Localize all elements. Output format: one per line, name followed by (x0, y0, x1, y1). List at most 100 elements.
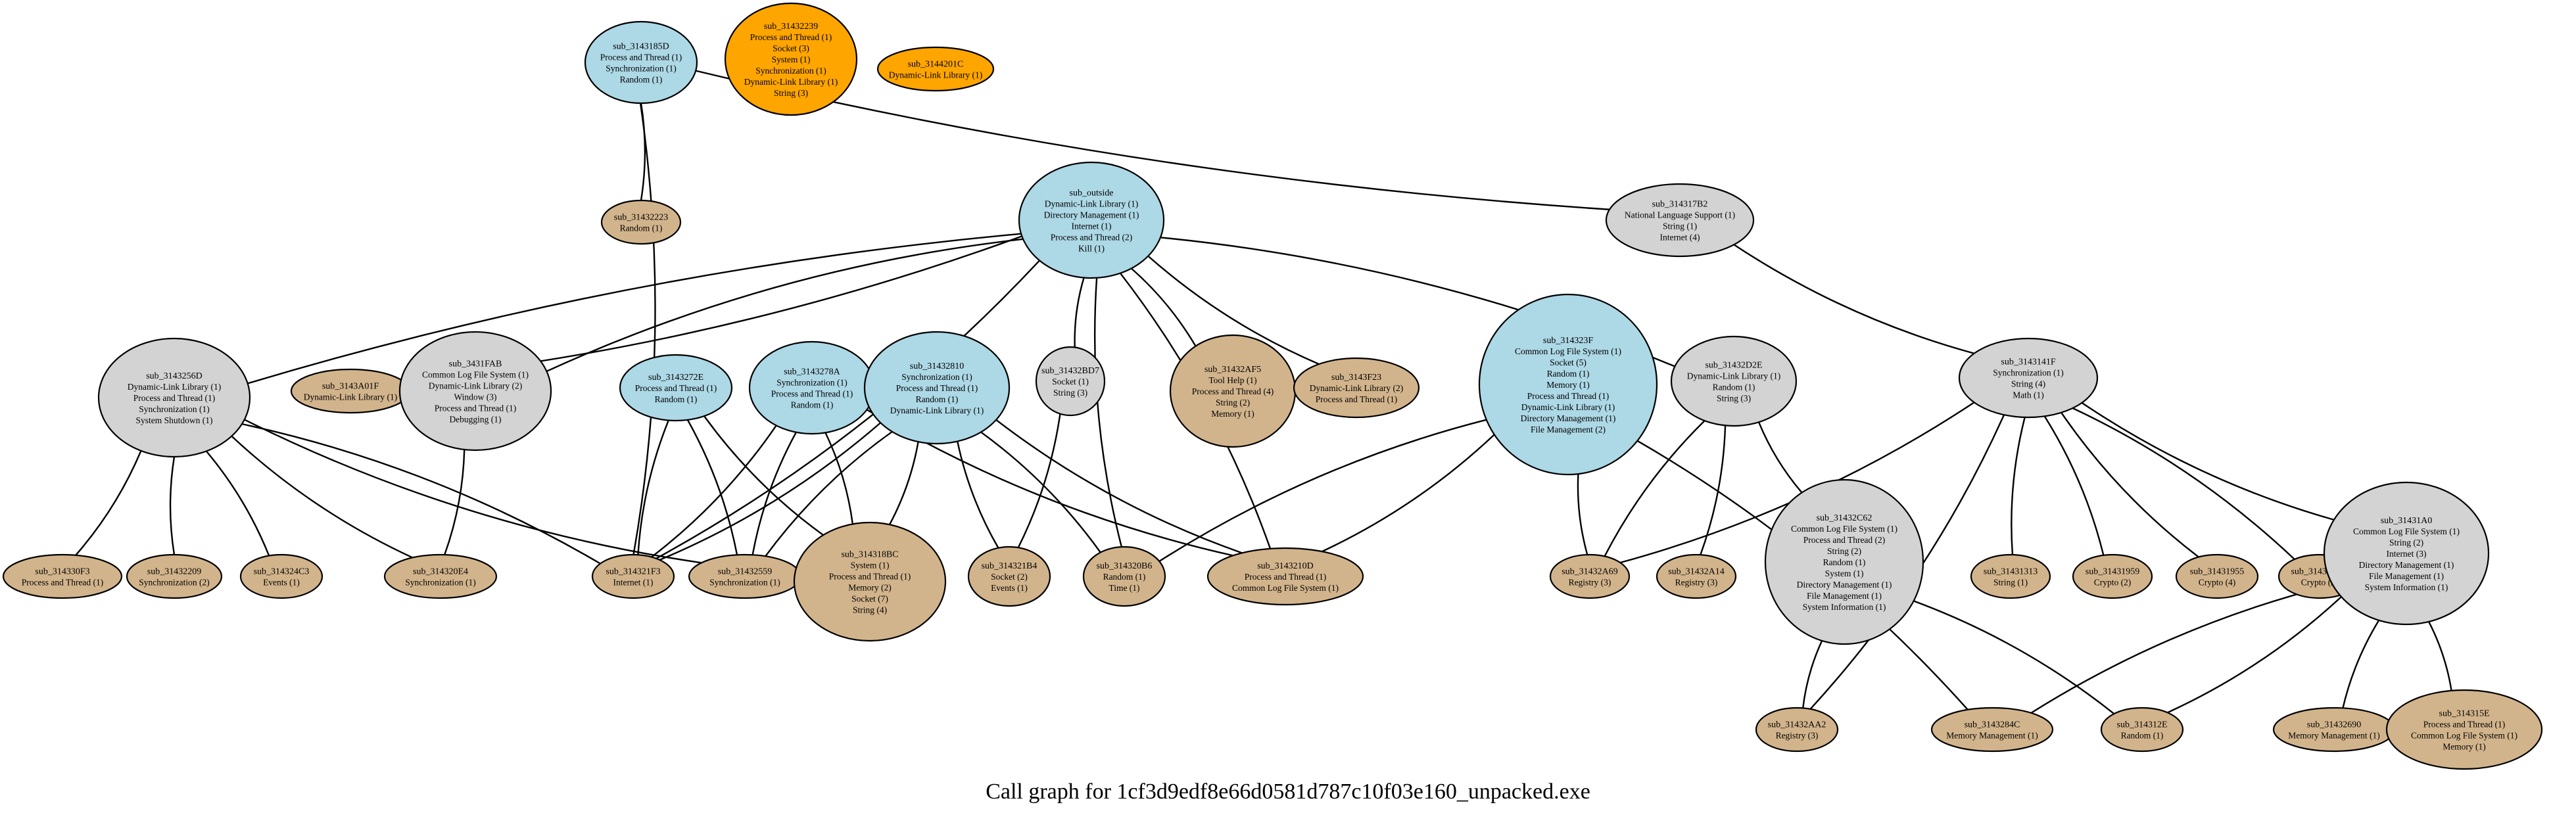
node-api-category: Dynamic-Link Library (1) (304, 392, 397, 402)
node-title: sub_31432A69 (1562, 567, 1618, 577)
node-ellipse (1958, 337, 2099, 419)
node-ellipse (1930, 707, 2054, 753)
node-title: sub_31432BD7 (1041, 366, 1099, 376)
edge-sub-outside-to-sub-3143f23 (1147, 255, 1320, 365)
node-title: sub_3143141F (2001, 358, 2055, 367)
node-api-category: Directory Management (1) (1521, 413, 1616, 423)
node-api-category: String (2) (2389, 538, 2423, 547)
node-api-category: Common Log File System (1) (1515, 346, 1621, 356)
edge-sub-3143272e-to-sub-314321f3 (637, 420, 669, 555)
node-api-category: String (4) (853, 605, 887, 615)
node-title: sub_outside (1070, 189, 1114, 198)
edge-sub-31432bd7-to-sub-314321b4 (1017, 413, 1061, 548)
node-title: sub_31432239 (764, 22, 818, 32)
edge-sub-31432c62-to-sub-31432aa2 (1802, 640, 1823, 708)
node-ellipse (1549, 553, 1631, 599)
node-api-category: Common Log File System (1) (1791, 524, 1897, 534)
node-api-category: File Management (2) (1531, 425, 1606, 434)
node-ellipse (1206, 547, 1364, 606)
node-api-category: Directory Management (1) (2359, 560, 2454, 570)
node-ellipse (619, 354, 733, 422)
node-api-category: Internet (3) (2386, 549, 2426, 559)
node-api-category: Memory (1) (1211, 409, 1254, 419)
node-title: sub_314312E (2117, 720, 2168, 730)
edge-sub-314323f-to-sub-3143210d (1322, 434, 1495, 553)
node-api-category: Synchronization (1) (1993, 368, 2064, 378)
node-api-category: Socket (5) (1550, 358, 1586, 367)
node-title: sub_31432559 (718, 567, 772, 577)
node-api-category: Process and Thread (1) (829, 572, 911, 582)
node-api-category: String (2) (1216, 398, 1250, 407)
node-api-category: Process and Thread (1) (1316, 394, 1398, 404)
node-api-category: Synchronization (1) (901, 372, 972, 382)
node-ellipse (2385, 689, 2543, 770)
node-api-category: Random (1) (1823, 557, 1866, 567)
edge-sub-3143141f-to-sub-314318ea (2072, 407, 2295, 560)
node-title: sub_3143278A (784, 367, 840, 377)
node-api-category: String (3) (1053, 388, 1087, 398)
node-api-category: Dynamic-Link Library (1) (128, 382, 221, 392)
node-title: sub_314320B6 (1097, 561, 1153, 571)
node-api-category: System Information (1) (1803, 602, 1886, 612)
node-api-category: Memory (1) (2443, 742, 2486, 752)
node-api-category: System (1) (772, 55, 811, 64)
node-title: sub_314317B2 (1652, 200, 1708, 210)
node-api-category: String (2) (1827, 546, 1861, 556)
node-api-category: Kill (1) (1078, 244, 1105, 254)
node-title: sub_31432C62 (1817, 513, 1872, 523)
node-api-category: Random (1) (1103, 572, 1146, 582)
node-ellipse (2175, 553, 2259, 599)
node-api-category: Random (1) (620, 75, 663, 85)
edge-sub-31432d2e-to-sub-31432c62 (1757, 421, 1803, 494)
node-api-category: Socket (2) (991, 572, 1028, 582)
node-api-category: Internet (1) (613, 578, 653, 588)
node-api-category: Random (1) (655, 394, 698, 404)
edge-sub-3143256d-to-sub-31432209 (169, 456, 176, 555)
node-ellipse (967, 546, 1051, 607)
node-api-category: Registry (3) (1675, 578, 1718, 588)
node-api-category: Synchronization (1) (776, 378, 847, 388)
node-ellipse (2323, 481, 2490, 626)
node-api-category: File Management (1) (2369, 571, 2444, 581)
